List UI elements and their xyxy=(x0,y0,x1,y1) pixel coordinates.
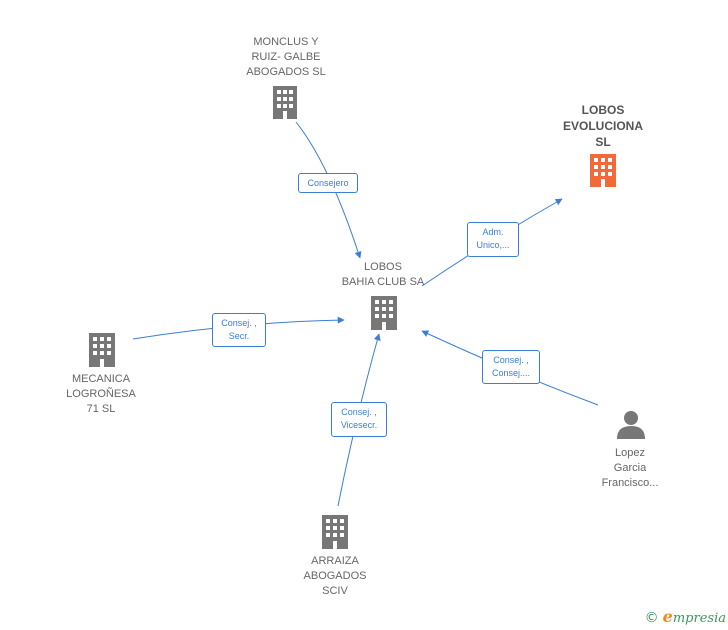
building-icon xyxy=(322,515,348,549)
copyright-symbol: © xyxy=(644,610,659,626)
node-label-monclus[interactable]: MONCLUS Y RUIZ- GALBE ABOGADOS SL xyxy=(246,36,326,78)
empresia-logo: ©empresia xyxy=(645,607,726,626)
brand-name: mpresia xyxy=(672,611,726,626)
edge-label-consejero: Consejero xyxy=(298,173,358,193)
brand-initial: e xyxy=(662,607,673,626)
building-icon xyxy=(89,333,115,367)
person-icon xyxy=(617,411,645,439)
building-icon xyxy=(371,296,397,330)
node-label-center[interactable]: LOBOS BAHIA CLUB SA xyxy=(341,261,425,288)
building-icon xyxy=(590,154,616,187)
node-label-lobos-evoluciona[interactable]: LOBOS EVOLUCIONA SL xyxy=(562,103,643,149)
node-label-mecanica[interactable]: MECANICA LOGROÑESA 71 SL xyxy=(66,373,136,415)
edge-label-consej-secr: Consej. , Secr. xyxy=(212,313,266,347)
building-icon xyxy=(273,86,297,119)
node-label-arraiza[interactable]: ARRAIZA ABOGADOS SCIV xyxy=(303,555,367,597)
edge-label-consej-consej: Consej. , Consej.... xyxy=(482,350,540,384)
node-label-lopez[interactable]: Lopez Garcia Francisco... xyxy=(601,447,659,489)
edge-label-adm-unico: Adm. Unico,... xyxy=(467,222,519,257)
edge-label-consej-vicesecr: Consej. , Vicesecr. xyxy=(331,402,387,437)
